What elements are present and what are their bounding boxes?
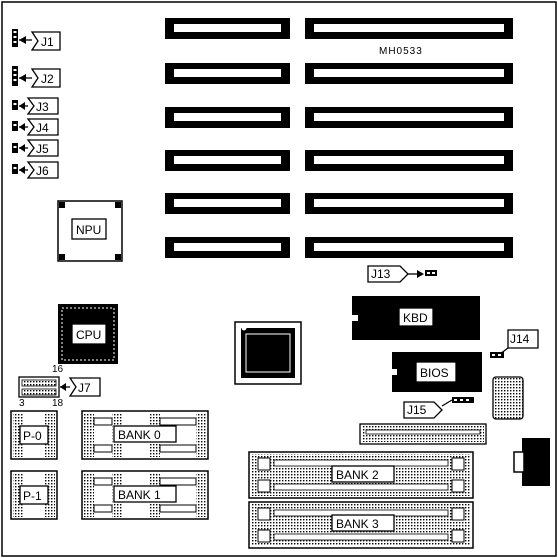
jumper-j7: 16 J7 3 18 bbox=[18, 364, 101, 409]
p0-label: P-0 bbox=[23, 429, 42, 443]
callout-tag bbox=[367, 265, 409, 283]
j7-pin-18: 18 bbox=[52, 398, 64, 409]
callout-tag bbox=[26, 118, 59, 136]
jumper-j4: J4 bbox=[12, 118, 59, 136]
expansion-slots-right bbox=[305, 18, 513, 258]
jumper-j6: J6 bbox=[12, 161, 59, 179]
cpu-chip: CPU bbox=[58, 304, 118, 364]
keyboard-bios-chip: KBD bbox=[352, 296, 480, 340]
callout-tag bbox=[26, 139, 59, 157]
jumper-label: J4 bbox=[36, 121, 49, 135]
rear-connector bbox=[522, 438, 550, 486]
j7-pin-16: 16 bbox=[52, 364, 64, 375]
bank1-label: BANK 1 bbox=[118, 488, 161, 502]
jumper-label: J13 bbox=[371, 267, 391, 281]
callout-tag bbox=[26, 161, 59, 179]
model-code: MH0533 bbox=[379, 46, 423, 57]
jumper-label: J5 bbox=[36, 142, 49, 156]
callout-tag bbox=[26, 97, 59, 115]
cpu-label: CPU bbox=[76, 328, 101, 342]
callout-tag bbox=[30, 31, 61, 51]
rear-connector-port bbox=[513, 451, 525, 473]
memory-bank-1: BANK 1 bbox=[81, 470, 209, 520]
bank0-label: BANK 0 bbox=[118, 428, 161, 442]
expansion-slots-left bbox=[165, 18, 290, 258]
jumper-label: J2 bbox=[41, 72, 54, 86]
kbd-label: KBD bbox=[403, 311, 428, 325]
callout-tag bbox=[403, 401, 443, 419]
callout-tag bbox=[68, 377, 101, 397]
simm-strip bbox=[359, 423, 487, 445]
bank2-label: BANK 2 bbox=[336, 468, 379, 482]
p1-label: P-1 bbox=[23, 489, 42, 503]
jumper-label: J6 bbox=[36, 164, 49, 178]
jumper-j14: J14 bbox=[490, 329, 539, 358]
memory-bank-2: BANK 2 bbox=[248, 451, 474, 499]
jumper-label: J7 bbox=[78, 381, 91, 395]
bios-label: BIOS bbox=[420, 366, 449, 380]
parity-socket-p0: P-0 bbox=[10, 410, 58, 460]
bios-chip: BIOS bbox=[392, 352, 482, 392]
bank3-label: BANK 3 bbox=[336, 517, 379, 531]
battery-block bbox=[492, 376, 524, 420]
callout-tag bbox=[507, 329, 539, 349]
chipset-plcc bbox=[234, 321, 302, 385]
j7-pin-3: 3 bbox=[19, 398, 25, 409]
jumper-j1: J1 bbox=[12, 29, 61, 51]
jumper-label: J15 bbox=[407, 403, 427, 417]
memory-bank-3: BANK 3 bbox=[248, 501, 474, 549]
parity-socket-p1: P-1 bbox=[10, 470, 58, 520]
jumper-j13: J13 bbox=[367, 265, 437, 283]
jumper-label: J3 bbox=[36, 100, 49, 114]
jumper-label: J1 bbox=[41, 35, 54, 49]
jumper-label: J14 bbox=[510, 332, 530, 346]
memory-bank-0: BANK 0 bbox=[81, 410, 209, 460]
jumper-j2: J2 bbox=[12, 66, 61, 88]
npu-socket: NPU bbox=[57, 200, 123, 262]
jumper-j15: J15 bbox=[403, 397, 474, 419]
jumper-j5: J5 bbox=[12, 139, 59, 157]
jumper-j3: J3 bbox=[12, 97, 59, 115]
npu-label: NPU bbox=[76, 223, 101, 237]
callout-tag bbox=[30, 68, 61, 88]
